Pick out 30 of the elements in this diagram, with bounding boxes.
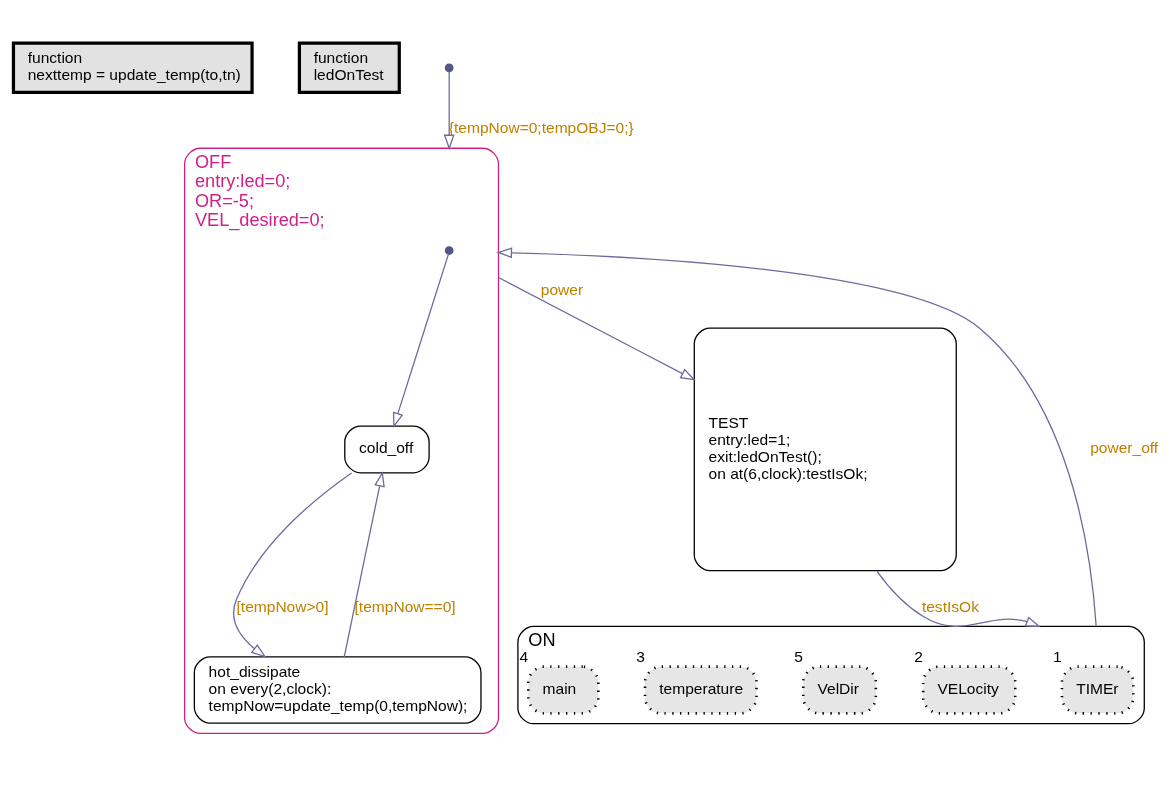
edge-label: testIsOk <box>921 597 979 615</box>
node-circle <box>444 63 454 73</box>
node-box: function nexttemp = update_temp(to,tn) <box>11 41 254 95</box>
node-box: main <box>527 665 600 715</box>
arrow <box>443 71 455 151</box>
node-label: 2 <box>914 648 923 666</box>
node-box: hot_dissipate on every(2,clock): tempNow=update_temp(0,tempNow); <box>193 656 482 724</box>
node-label: 5 <box>794 648 804 666</box>
arrow <box>497 276 696 381</box>
edge-label: power_off <box>1090 439 1159 457</box>
edge-label: [tempNow>0] <box>236 597 329 615</box>
node-box: TIMEr <box>1060 665 1135 715</box>
edge-label: {tempNow=0;tempOBJ=0;} <box>448 119 634 137</box>
arrow <box>392 253 449 428</box>
node-box: cold_off <box>344 425 430 474</box>
node-box: temperature <box>643 665 758 715</box>
node-label: 3 <box>636 648 645 666</box>
arrow <box>496 247 1097 628</box>
node-box: function ledOnTest <box>297 41 401 95</box>
node-box: TEST entry:led=1; exit:ledOnTest(); on at(6,clock):testIsOk; <box>693 327 957 572</box>
arrow <box>233 472 353 658</box>
node-circle <box>444 246 454 255</box>
node-label: 4 <box>519 648 529 666</box>
node-box: VELocity <box>921 665 1017 715</box>
edge-label: power <box>540 281 584 299</box>
edge-label: [tempNow==0] <box>354 597 456 615</box>
arrow <box>343 471 385 658</box>
arrow <box>876 570 1042 628</box>
node-box: VelDir <box>801 665 878 715</box>
node-label: 1 <box>1053 648 1062 666</box>
